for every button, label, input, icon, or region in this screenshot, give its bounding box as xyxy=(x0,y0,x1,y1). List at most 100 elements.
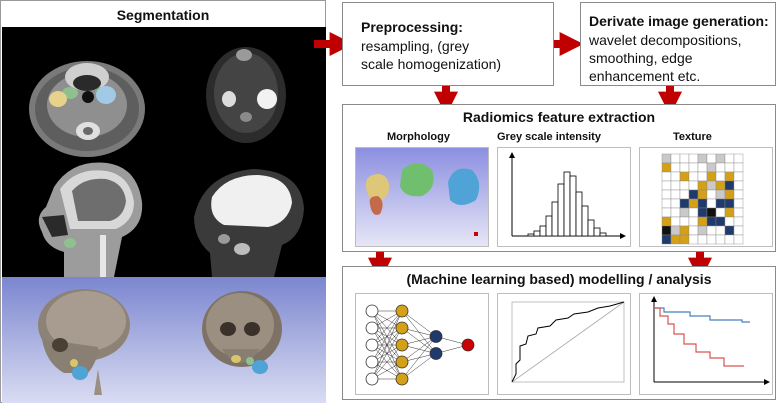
skull-3d-render-oblique xyxy=(164,277,326,403)
texture-cell xyxy=(715,234,726,245)
texture-cell xyxy=(706,216,717,227)
texture-cell xyxy=(679,225,690,236)
texture-cell xyxy=(661,216,672,227)
neural-network-diagram xyxy=(355,293,489,395)
texture-cell xyxy=(679,234,690,245)
texture-cell xyxy=(724,162,735,173)
texture-cell xyxy=(670,234,681,245)
texture-cell xyxy=(697,198,708,209)
histogram-bar xyxy=(599,232,607,237)
texture-cell xyxy=(697,171,708,182)
texture-cell xyxy=(733,171,744,182)
texture-cell xyxy=(688,171,699,182)
texture-cell xyxy=(724,198,735,209)
texture-cell xyxy=(724,153,735,164)
texture-cell xyxy=(670,162,681,173)
derivate-line2: smoothing, edge xyxy=(589,50,693,66)
texture-cell xyxy=(670,171,681,182)
texture-cell xyxy=(724,234,735,245)
preprocessing-box: Preprocessing: resampling, (grey scale h… xyxy=(342,2,554,86)
nn-edge xyxy=(401,353,437,380)
texture-cell xyxy=(715,198,726,209)
texture-cell xyxy=(733,234,744,245)
texture-cell xyxy=(679,180,690,191)
texture-cell xyxy=(679,162,690,173)
texture-cell xyxy=(679,198,690,209)
nn-node xyxy=(365,338,379,352)
derivate-title: Derivate image generation: xyxy=(589,13,769,29)
texture-cell xyxy=(679,216,690,227)
texture-cell xyxy=(733,225,744,236)
histogram-bar xyxy=(575,191,583,237)
derivate-line3: enhancement etc. xyxy=(589,68,701,84)
texture-cell xyxy=(670,207,681,218)
texture-cell xyxy=(688,162,699,173)
preprocessing-title: Preprocessing: xyxy=(361,19,463,35)
texture-cell xyxy=(661,225,672,236)
texture-cell xyxy=(697,207,708,218)
texture-cell xyxy=(679,189,690,200)
texture-cell xyxy=(661,198,672,209)
nn-node xyxy=(365,372,379,386)
texture-cell xyxy=(670,225,681,236)
texture-cell xyxy=(661,153,672,164)
histogram-bar xyxy=(563,171,571,237)
roc-curve-plot xyxy=(497,293,631,395)
texture-cell xyxy=(706,153,717,164)
nn-node xyxy=(365,304,379,318)
nn-edge xyxy=(371,310,403,363)
texture-cell xyxy=(706,171,717,182)
texture-cell xyxy=(715,162,726,173)
texture-cell xyxy=(697,162,708,173)
nn-edge xyxy=(401,336,437,363)
texture-cell xyxy=(670,189,681,200)
morphology-label: Morphology xyxy=(387,131,450,143)
histogram-bar xyxy=(545,215,553,237)
texture-cell xyxy=(706,225,717,236)
texture-cell xyxy=(688,207,699,218)
nn-node xyxy=(395,321,409,335)
texture-cell xyxy=(661,180,672,191)
nn-node xyxy=(429,347,443,360)
derivate-line1: wavelet decompositions, xyxy=(589,32,742,48)
texture-cell xyxy=(688,198,699,209)
texture-cell xyxy=(697,180,708,191)
texture-cell xyxy=(715,207,726,218)
radiomics-box: Radiomics feature extraction Morphology … xyxy=(342,104,776,252)
texture-cell xyxy=(733,153,744,164)
texture-cell xyxy=(715,180,726,191)
texture-cell xyxy=(688,225,699,236)
texture-cell xyxy=(697,189,708,200)
texture-cell xyxy=(724,216,735,227)
texture-cell xyxy=(706,207,717,218)
texture-cell xyxy=(715,216,726,227)
histogram-bar xyxy=(539,225,547,237)
texture-cell xyxy=(697,225,708,236)
nn-node xyxy=(395,372,409,386)
texture-cell xyxy=(688,153,699,164)
texture-cell xyxy=(733,189,744,200)
derivate-image-box: Derivate image generation: wavelet decom… xyxy=(580,2,776,86)
nn-node xyxy=(395,304,409,318)
histogram-bar xyxy=(593,227,601,237)
nn-node xyxy=(395,338,409,352)
texture-cell xyxy=(697,153,708,164)
texture-cell xyxy=(697,234,708,245)
texture-cell xyxy=(670,153,681,164)
histogram-bar xyxy=(557,183,565,237)
modelling-box: (Machine learning based) modelling / ana… xyxy=(342,266,776,400)
texture-cell xyxy=(733,198,744,209)
texture-cell xyxy=(733,162,744,173)
texture-cell xyxy=(724,180,735,191)
texture-matrix xyxy=(639,147,773,247)
texture-cell xyxy=(733,216,744,227)
texture-cell xyxy=(706,198,717,209)
histogram-bar xyxy=(587,219,595,237)
nn-node xyxy=(429,330,443,343)
texture-cell xyxy=(661,189,672,200)
texture-cell xyxy=(733,207,744,218)
texture-cell xyxy=(661,162,672,173)
texture-cell xyxy=(697,216,708,227)
texture-cell xyxy=(715,189,726,200)
segmentation-title: Segmentation xyxy=(116,7,210,23)
